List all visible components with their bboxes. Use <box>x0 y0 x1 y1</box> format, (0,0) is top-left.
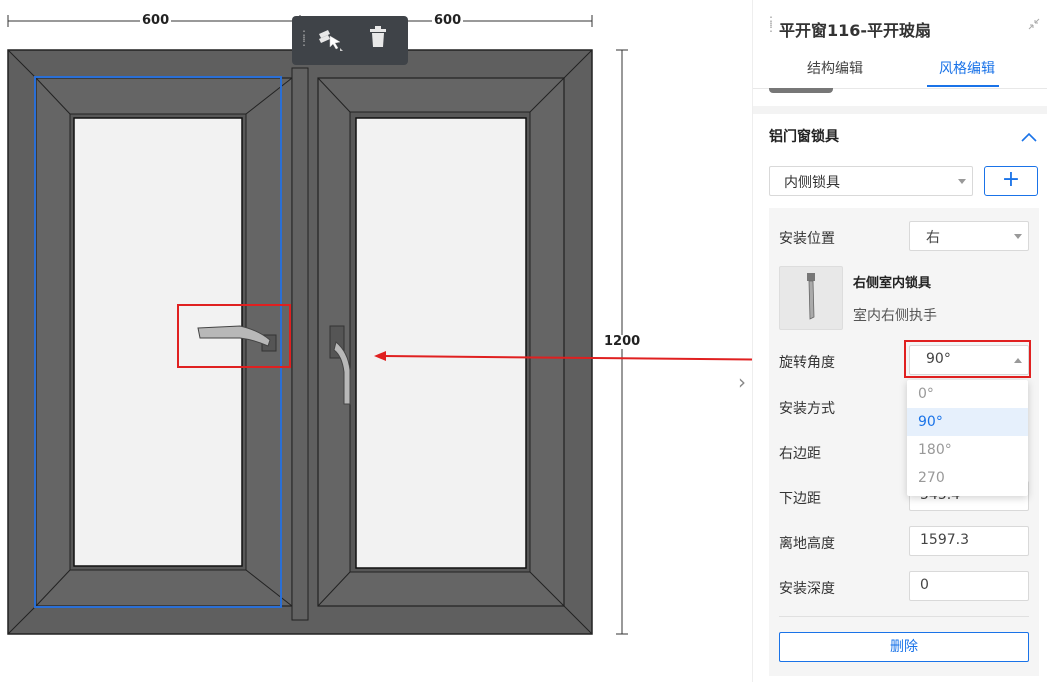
rotation-option-90[interactable]: 90° <box>907 408 1028 436</box>
rotation-highlight-box <box>904 340 1031 378</box>
floor-height-value: 1597.3 <box>920 532 969 548</box>
dim-width-right: 600 <box>432 13 464 28</box>
position-label: 安装位置 <box>779 231 835 247</box>
product-description: 室内右侧执手 <box>853 308 937 324</box>
rotation-option-270[interactable]: 270 <box>918 470 945 486</box>
chevron-right-icon[interactable]: › <box>738 370 746 394</box>
caret-down-icon <box>958 179 966 184</box>
mullion <box>291 67 309 621</box>
trash-icon[interactable] <box>368 26 398 56</box>
lock-type-value: 内侧锁具 <box>784 175 840 191</box>
tab-structure-edit[interactable]: 结构编辑 <box>807 61 863 77</box>
horizontal-handle <box>197 325 277 352</box>
drag-grip-icon[interactable]: ⋮⋮ <box>298 28 311 48</box>
install-depth-input[interactable]: 0 <box>909 571 1029 601</box>
section-title: 铝门窗锁具 <box>769 129 839 145</box>
rotation-value: 90° <box>926 351 951 367</box>
install-method-label: 安装方式 <box>779 401 835 417</box>
dim-width-left: 600 <box>140 13 172 28</box>
left-glass <box>73 117 243 567</box>
active-tab-indicator <box>927 85 999 87</box>
product-name: 右侧室内锁具 <box>853 276 932 291</box>
rotation-option-180[interactable]: 180° <box>918 442 952 458</box>
position-select[interactable]: 右 <box>909 221 1029 251</box>
annotation-arrow <box>383 355 752 361</box>
product-thumbnail <box>779 266 843 330</box>
divider <box>779 616 1029 617</box>
design-canvas[interactable]: 600 600 1200 ⋮⋮ › <box>0 0 752 682</box>
floating-toolbar: ⋮⋮ <box>292 16 408 65</box>
drag-grip-icon[interactable]: ⋮⋮ <box>765 14 777 34</box>
right-margin-label: 右边距 <box>779 446 821 462</box>
properties-panel: ⋮⋮ 平开窗116-平开玻扇 结构编辑 风格编辑 铝门窗锁具 内侧锁具 + 安装… <box>752 0 1047 682</box>
floor-height-label: 离地高度 <box>779 536 835 552</box>
vertical-handle <box>329 325 351 405</box>
caret-down-icon <box>1014 234 1022 239</box>
rotation-label: 旋转角度 <box>779 355 835 371</box>
collapse-icon[interactable] <box>1028 18 1040 30</box>
tab-style-edit[interactable]: 风格编辑 <box>939 61 995 77</box>
position-value: 右 <box>926 230 940 246</box>
selection-outline <box>34 76 282 608</box>
section-divider <box>753 106 1047 114</box>
chevron-up-icon[interactable] <box>1019 128 1039 148</box>
right-glass <box>355 117 527 569</box>
install-depth-value: 0 <box>920 577 929 593</box>
lock-type-select[interactable]: 内侧锁具 <box>769 166 973 196</box>
tab-bar: 结构编辑 风格编辑 <box>753 50 1047 89</box>
bottom-margin-label: 下边距 <box>779 491 821 507</box>
rotation-select[interactable]: 90° <box>909 345 1029 375</box>
floor-height-input[interactable]: 1597.3 <box>909 526 1029 556</box>
lock-detail-box: 安装位置 右 右侧室内锁具 室内右侧执手 旋转角度 90° 安装方式 右边距 下… <box>769 208 1039 676</box>
window-drawing <box>7 15 752 635</box>
panel-title: 平开窗116-平开玻扇 <box>779 21 932 40</box>
add-lock-button[interactable]: + <box>984 166 1038 196</box>
rotation-dropdown: 0° 90° 180° 270 <box>907 380 1028 496</box>
install-depth-label: 安装深度 <box>779 581 835 597</box>
color-swatch[interactable] <box>769 88 833 93</box>
panel-header: ⋮⋮ 平开窗116-平开玻扇 <box>753 0 1047 54</box>
dim-height: 1200 <box>602 334 643 349</box>
rotation-option-0[interactable]: 0° <box>918 386 934 402</box>
caret-up-icon <box>1014 358 1022 363</box>
handle-highlight-box <box>177 304 291 368</box>
delete-button[interactable]: 删除 <box>779 632 1029 662</box>
select-cursor-icon[interactable] <box>316 26 346 56</box>
